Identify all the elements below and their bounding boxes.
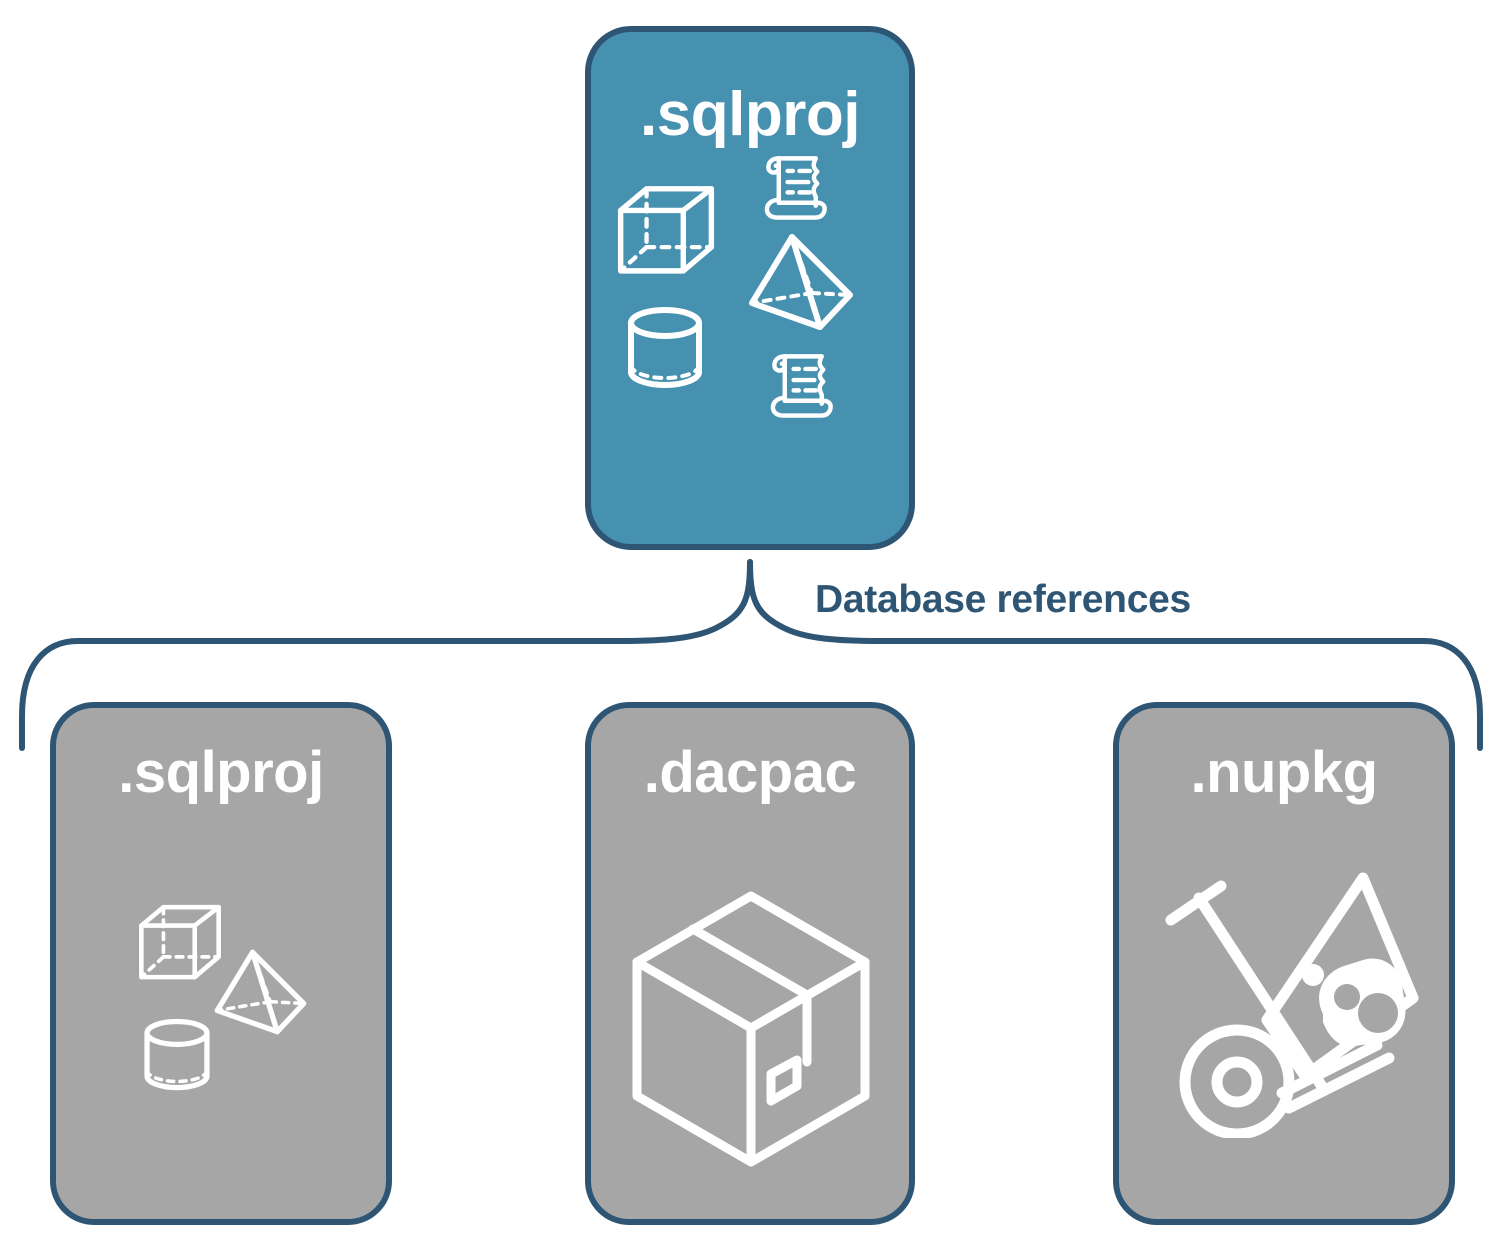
brace-right-hook xyxy=(747,559,883,644)
reference-node-nupkg-card[interactable]: .nupkg xyxy=(1113,702,1455,1225)
cylinder-wireframe-icon xyxy=(144,1018,210,1091)
cylinder-wireframe-icon xyxy=(628,307,702,388)
reference-node-icon-group xyxy=(56,802,386,1219)
scroll-script-icon xyxy=(770,354,833,418)
reference-node-title: .nupkg xyxy=(1190,740,1378,805)
reference-node-icon-group xyxy=(1119,802,1449,1219)
brace-label: Database references xyxy=(815,578,1191,621)
brace-right-end xyxy=(1421,638,1483,751)
pyramid-wireframe-icon xyxy=(214,949,307,1035)
reference-node-title: .dacpac xyxy=(643,740,857,805)
cube-wireframe-icon xyxy=(617,186,715,274)
reference-node-title: .sqlproj xyxy=(118,740,324,805)
cube-wireframe-icon xyxy=(139,904,221,980)
brace-left-end xyxy=(19,638,81,751)
scroll-script-icon xyxy=(764,156,827,220)
hand-truck-nuget-package-icon xyxy=(1165,872,1419,1138)
reference-node-icon-group xyxy=(591,802,909,1219)
reference-node-sqlproj-card[interactable]: .sqlproj xyxy=(50,702,392,1225)
brace-left-hook xyxy=(617,559,753,644)
pyramid-wireframe-icon xyxy=(749,234,853,330)
shipping-box-icon xyxy=(632,891,870,1167)
reference-node-dacpac-card[interactable]: .dacpac xyxy=(585,702,915,1225)
root-node-sqlproj-card[interactable]: .sqlproj xyxy=(585,26,915,550)
root-node-icon-group xyxy=(591,146,909,544)
root-node-title: .sqlproj xyxy=(640,80,860,149)
